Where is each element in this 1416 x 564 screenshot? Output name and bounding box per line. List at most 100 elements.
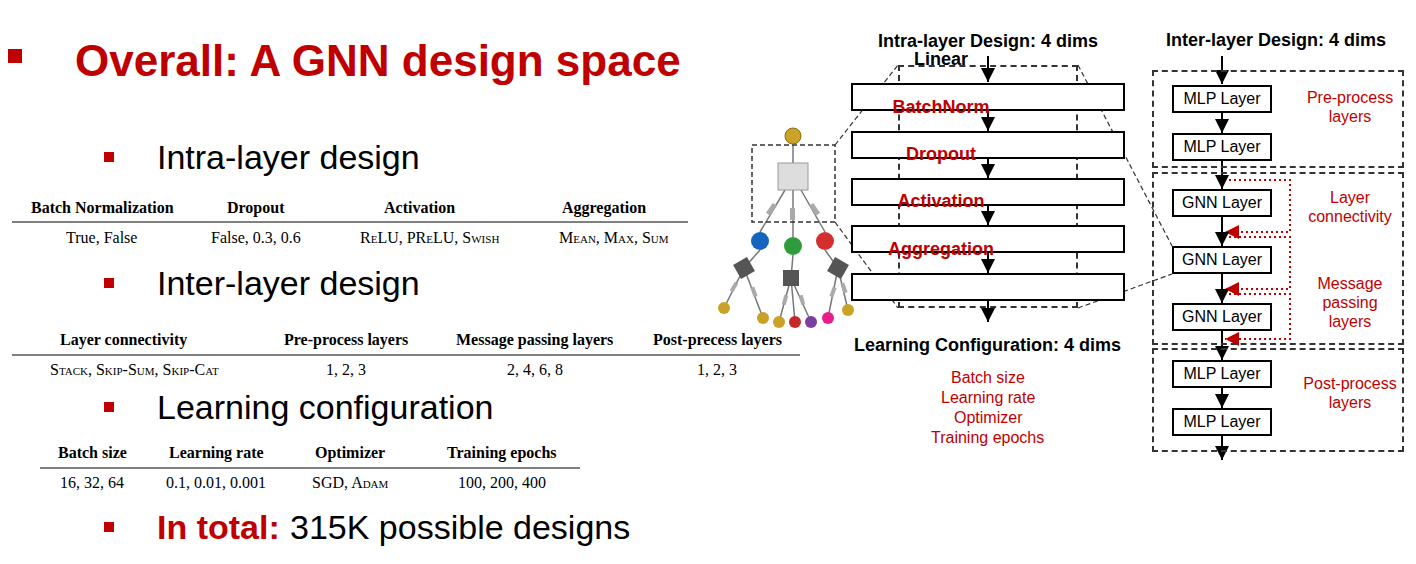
bullet-heading: Intra-layer design [157,138,420,177]
total-text: 315K possible designs [290,508,630,547]
total-label: In total: [157,508,280,547]
layer-name: Dropout [811,144,1071,165]
table-cell: 100, 200, 400 [458,474,546,492]
drawing-part [799,295,805,306]
drawing-part [724,144,848,322]
output-arrow [1221,436,1223,460]
dashed-group: Layer connectivityMessage passing layers… [1152,172,1404,345]
table-cell: SGD, Adam [312,474,388,492]
zoom-box [752,145,835,222]
table-header: Aggregation [562,199,646,217]
aggregator-box [827,257,849,279]
bullet-heading: Inter-layer design [157,264,420,303]
graph-node [718,302,730,314]
table-cell: ReLU, PReLU, Swish [360,229,499,247]
section-heading: Inter-layer Design: 4 dims [1166,30,1386,51]
table-header: Dropout [227,199,285,217]
table-cell: True, False [66,229,137,247]
drawing-part [792,144,794,163]
dashed-group: Intra-layer Design: 4 dimsLinearBatchNor… [898,65,1078,308]
graph-node [816,232,834,250]
message-bars [730,203,848,305]
bullet [104,402,114,412]
table-rule [12,355,800,356]
drawing-part [809,203,820,216]
drawing-part [766,203,777,216]
flow-arrow [1221,161,1223,189]
table-cell: 0.1, 0.01, 0.001 [166,474,266,492]
layer-name: MLP Layer [1183,413,1260,431]
group-label: Layer connectivity [1300,188,1400,226]
dashed-group: Post-process layersMLP LayerMLP Layer [1152,348,1404,452]
layer-name: Aggregation [811,239,1071,260]
table-header: Post-precess layers [653,331,782,349]
layer-name: Linear [811,49,1071,70]
graph-illustration [718,128,854,328]
table-header: Layer connectivity [60,331,187,349]
table-rules [12,222,800,468]
bullet [104,278,114,288]
config-item: Training epochs [931,429,1044,447]
section-heading: Learning Configuration: 4 dims [854,335,1121,356]
table-header: Activation [384,199,455,217]
bullet [8,49,22,63]
layer-box: MLP Layer [1172,85,1272,113]
config-item: Learning rate [941,389,1035,407]
table-rule [40,468,580,469]
table-cell: 1, 2, 3 [326,361,366,379]
dashed-group: Pre-process layersMLP LayerMLP Layer [1152,70,1404,168]
flow-arrow [987,159,989,178]
table-cell: 16, 32, 64 [60,474,124,492]
table-cell: False, 0.3, 0.6 [211,229,301,247]
flow-arrow [1221,217,1223,246]
graph-node [789,316,801,328]
drawing-part [750,287,757,298]
output-arrow [987,301,989,322]
group-label: Message passing layers [1300,274,1400,332]
drawing-part [782,295,788,306]
drawing-part [840,283,847,294]
drawing-part [829,287,836,298]
layer-box: Aggregation [851,273,1125,301]
flow-arrow [1221,331,1223,360]
table-cell: 2, 4, 6, 8 [507,361,563,379]
layer-box: GNN Layer [1172,246,1272,274]
drawing-part [790,208,795,220]
drawing-part [733,257,849,286]
graph-node [751,232,769,250]
layer-box: MLP Layer [1172,408,1272,436]
bullet [104,152,114,162]
drawing-part [730,282,738,293]
config-item: Optimizer [954,409,1022,427]
layer-box: GNN Layer [1172,189,1272,217]
layer-box: GNN Layer [1172,303,1272,331]
config-item: Batch size [951,369,1025,387]
layer-box: BatchNorm [851,131,1125,159]
bullet [104,522,114,532]
layer-name: Activation [811,191,1071,212]
table-header: Learning rate [169,444,264,462]
layer-name: BatchNorm [811,97,1071,118]
input-arrow [987,56,989,82]
drawing-part [760,190,785,232]
table-header: Batch Normalization [31,199,174,217]
table-cell: Stack, Skip-Sum, Skip-Cat [50,361,219,379]
aggregator-box [778,163,808,190]
flow-arrow [1221,388,1223,408]
table-cell: Mean, Max, Sum [559,229,669,247]
table-header: Batch size [58,444,127,462]
slide-title: Overall: A GNN design space [75,36,681,86]
flow-arrow [1221,113,1223,133]
table-header: Pre-process layers [284,331,408,349]
aggregator-box [783,270,799,286]
graph-node [842,304,854,316]
graph-node [785,128,801,144]
layer-box: MLP Layer [1172,133,1272,161]
flow-arrow [1221,274,1223,303]
drawing-part [801,190,825,232]
graph-node [805,316,817,328]
table-header: Training epochs [447,444,557,462]
table-header: Optimizer [315,444,385,462]
group-label: Pre-process layers [1300,88,1400,126]
zoom-lines [835,65,1172,308]
